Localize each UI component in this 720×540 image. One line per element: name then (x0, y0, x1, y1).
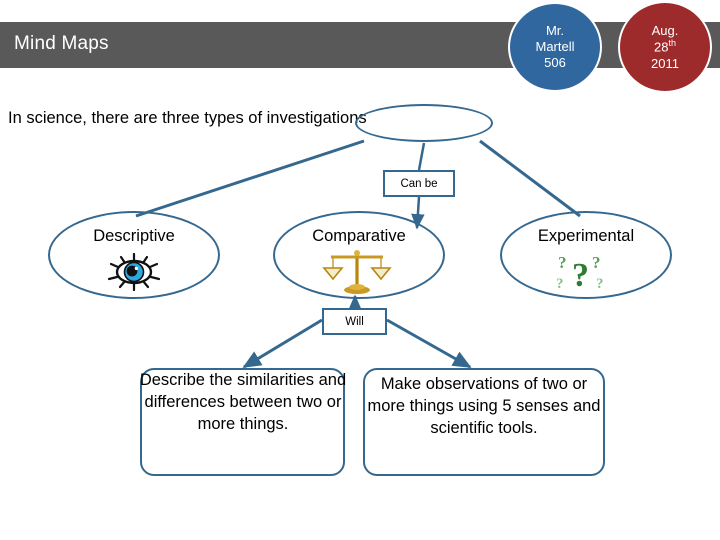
definition-box-right-text: Make observations of two or more things … (367, 375, 601, 437)
date-badge-day: 28th (654, 38, 676, 55)
definition-box-right[interactable] (363, 368, 605, 476)
node-descriptive-label: Descriptive (93, 227, 175, 245)
date-badge-ordinal: th (668, 38, 676, 49)
node-descriptive[interactable] (48, 211, 220, 299)
teacher-badge-line-2: Martell (535, 39, 575, 55)
intro-sentence: In science, there are three types of inv… (8, 109, 367, 127)
teacher-badge-line-1: Mr. (545, 23, 565, 39)
connector-will-to-definition-right (386, 318, 472, 369)
teacher-badge-line-3: 506 (544, 54, 566, 70)
node-experimental[interactable] (500, 211, 672, 299)
node-experimental-label: Experimental (537, 227, 635, 245)
date-badge-year: 2011 (651, 55, 679, 71)
connector-investigations-to-descriptive (135, 139, 365, 218)
connector-label-can-be[interactable]: Can be (383, 170, 455, 197)
date-badge-day-number: 28 (654, 39, 669, 55)
teacher-badge: Mr. Martell 506 (510, 4, 600, 90)
page-title: Mind Maps (14, 33, 109, 54)
node-comparative-label: Comparative (312, 227, 406, 245)
header-bar (0, 22, 720, 68)
connector-investigations-to-canbe (417, 142, 426, 171)
connector-investigations-to-experimental (479, 139, 581, 218)
definition-box-left-text: Describe the similarities and difference… (139, 371, 347, 433)
node-comparative[interactable] (273, 211, 445, 299)
date-badge: Aug. 28th 2011 (620, 3, 710, 91)
date-badge-month: Aug. (651, 22, 679, 38)
node-investigations[interactable] (355, 104, 493, 142)
connector-label-will[interactable]: Will (322, 308, 387, 335)
connector-will-to-definition-left (242, 318, 323, 369)
definition-box-left[interactable] (140, 368, 345, 476)
